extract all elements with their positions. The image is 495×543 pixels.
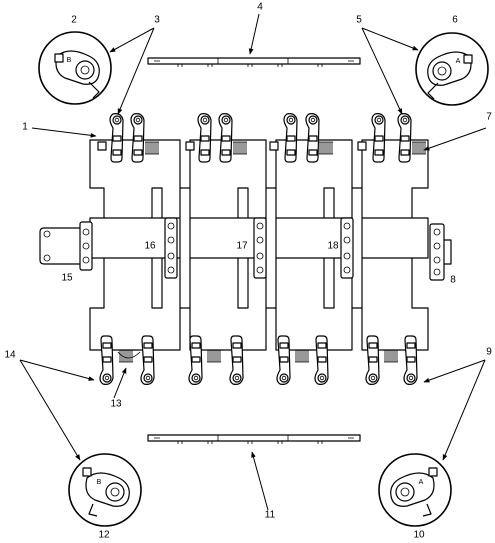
callout-13: 13	[110, 399, 122, 410]
svg-text:A: A	[456, 58, 461, 65]
detail-view-6: A	[415, 32, 489, 106]
svg-text:B: B	[67, 57, 72, 64]
callout-17: 17	[236, 241, 248, 252]
callout-2: 2	[71, 15, 77, 26]
shaft-plug	[97, 141, 107, 151]
callout-5: 5	[356, 15, 362, 26]
callout-12: 12	[98, 530, 110, 541]
callout-16: 16	[144, 241, 156, 252]
top-rocker-row	[97, 112, 427, 163]
callout-4: 4	[257, 2, 263, 13]
callout-3: 3	[154, 15, 160, 26]
callout-8: 8	[450, 275, 456, 286]
lower-rocker-shaft	[147, 434, 361, 445]
callout-10: 10	[413, 530, 425, 541]
svg-text:B: B	[97, 479, 102, 486]
callout-1: 1	[22, 122, 28, 133]
leader-lines	[19, 13, 487, 511]
callout-7: 7	[486, 112, 492, 123]
detail-view-2: B	[38, 31, 112, 105]
bottom-rocker-row	[99, 335, 418, 385]
callout-11: 11	[265, 510, 276, 521]
upper-rocker-shaft	[147, 57, 361, 68]
svg-text:A: A	[419, 479, 424, 486]
callout-14: 14	[4, 350, 16, 361]
callout-6: 6	[452, 15, 458, 26]
callout-labels: 1 2 3 4 5 6 7 8 9 10 11 12 13 14 15 16 1…	[4, 2, 492, 541]
detail-view-12: B	[68, 453, 142, 527]
callout-9: 9	[486, 347, 492, 358]
callout-15: 15	[61, 273, 73, 284]
shaft-stands	[39, 217, 452, 281]
callout-18: 18	[327, 241, 339, 252]
detail-view-10: A	[378, 453, 452, 527]
